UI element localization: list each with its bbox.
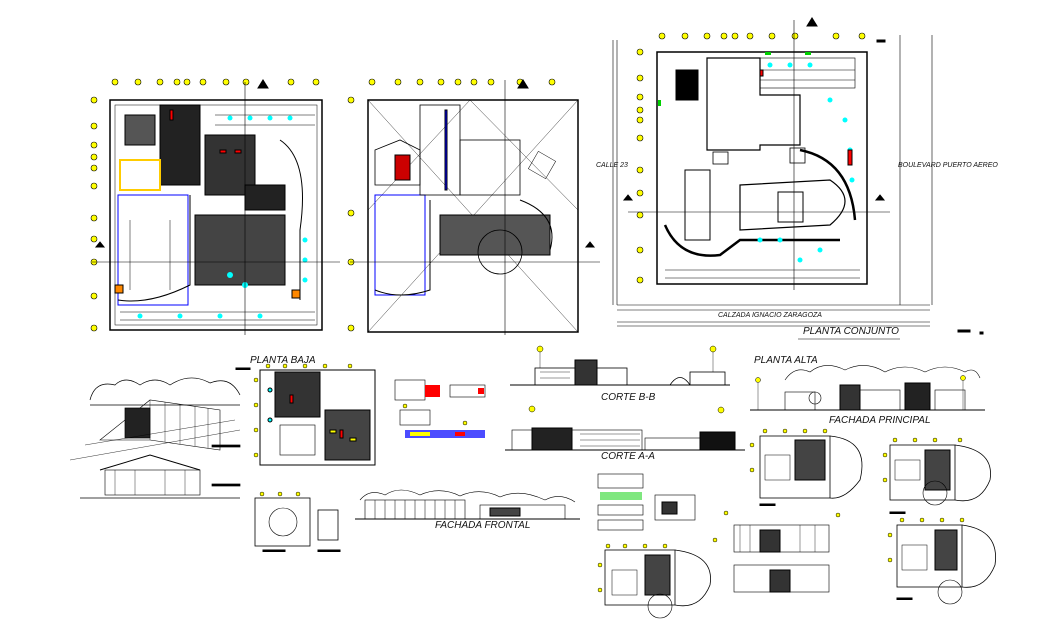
floor-plan-small-2 bbox=[882, 437, 991, 514]
section-b-b bbox=[510, 345, 730, 386]
site-plan-3 bbox=[612, 17, 984, 340]
site-plan-1 bbox=[90, 78, 340, 335]
floor-plan-small-3 bbox=[597, 543, 711, 619]
title-corte-b-b: CORTE B-B bbox=[601, 392, 656, 403]
site-plan-2 bbox=[347, 78, 600, 335]
title-fachada-frontal: FACHADA FRONTAL bbox=[435, 520, 531, 531]
floor-plan-small-4 bbox=[887, 517, 996, 605]
label-boulevard: BOULEVARD PUERTO AEREO bbox=[898, 162, 998, 169]
construction-details bbox=[394, 379, 486, 438]
title-planta-baja: PLANTA BAJA bbox=[250, 355, 316, 366]
ground-floor-plan-detail bbox=[235, 363, 376, 466]
elevation-details bbox=[597, 473, 841, 593]
perspective-sketch bbox=[69, 377, 241, 499]
section-a-a bbox=[505, 405, 745, 451]
title-corte-a-a: CORTE A-A bbox=[601, 451, 655, 462]
title-planta-alta: PLANTA ALTA bbox=[754, 355, 818, 366]
title-planta-conjunto: PLANTA CONJUNTO bbox=[803, 326, 899, 337]
label-calle-23: CALLE 23 bbox=[596, 162, 628, 169]
small-plan-detail bbox=[254, 491, 341, 552]
title-fachada-principal: FACHADA PRINCIPAL bbox=[829, 415, 931, 426]
floor-plan-small-1 bbox=[749, 428, 863, 506]
front-facade bbox=[355, 489, 580, 520]
main-facade bbox=[750, 365, 985, 411]
label-calzada: CALZADA IGNACIO ZARAGOZA bbox=[718, 312, 822, 319]
